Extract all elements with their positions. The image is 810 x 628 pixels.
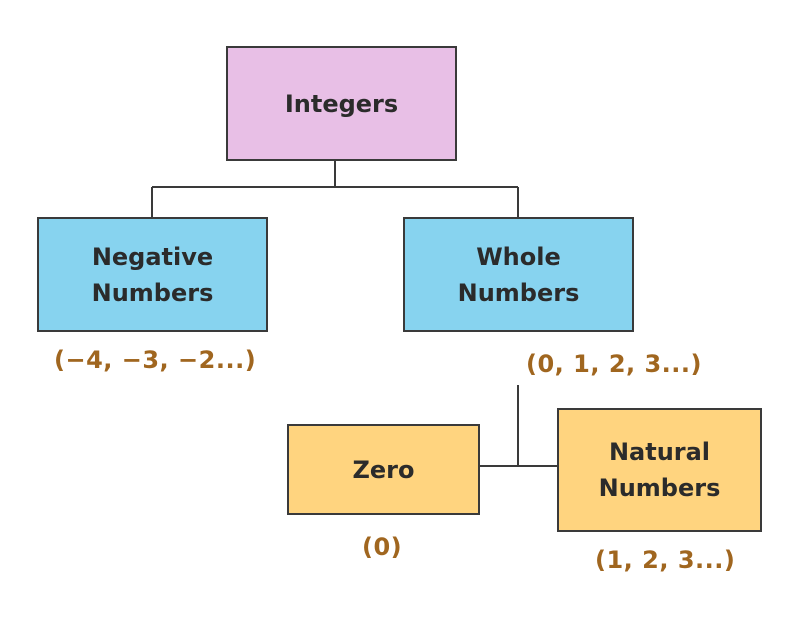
negative-numbers-node: Negative Numbers <box>37 217 268 332</box>
zero-example: (0) <box>362 533 403 561</box>
whole-numbers-node: Whole Numbers <box>403 217 634 332</box>
negative-numbers-example: (−4, −3, −2...) <box>54 346 257 374</box>
natural-numbers-node: Natural Numbers <box>557 408 762 532</box>
whole-numbers-example: (0, 1, 2, 3...) <box>526 350 703 378</box>
natural-numbers-example: (1, 2, 3...) <box>595 546 736 574</box>
integers-node: Integers <box>226 46 457 161</box>
zero-node: Zero <box>287 424 480 515</box>
